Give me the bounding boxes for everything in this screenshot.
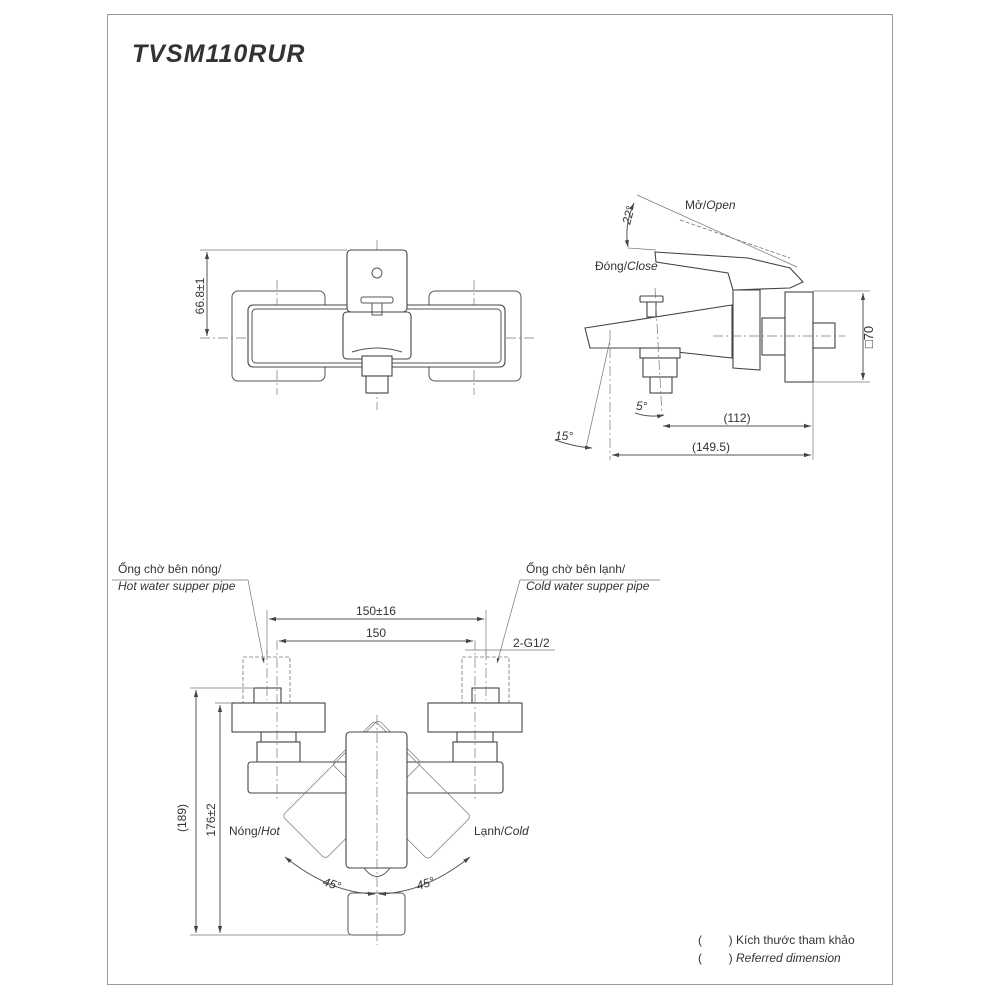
dim-height-label: 66.8±1	[193, 277, 207, 314]
hot-pipe-label-en: Hot water supper pipe	[118, 579, 236, 593]
legend-reference-vi: ( ) Kích thước tham khảo	[698, 933, 855, 947]
drawing-frame	[107, 14, 893, 985]
dim-150-label: 150	[366, 626, 386, 640]
angle-left-label: 45°	[321, 875, 343, 894]
angle-outlet-label: 5°	[636, 399, 648, 413]
open-label: Mở/Open	[685, 198, 736, 212]
bottom-view: 150±16 150 2-G1/2 (189) 176±2 45° 45° Nó…	[112, 561, 660, 945]
cold-pipe-label-vi: Ống chờ bên lạnh/	[526, 561, 626, 576]
model-title: TVSM110RUR	[132, 40, 306, 68]
angle-lever-label: 22°	[619, 204, 638, 226]
angle-right-label: 45°	[415, 874, 437, 893]
cold-label: Lạnh/Cold	[474, 824, 529, 838]
dim-189-label: (189)	[175, 804, 189, 832]
dim-112-label: (112)	[723, 411, 750, 425]
thread-label: 2-G1/2	[513, 636, 550, 650]
angle-spout-label: 15°	[555, 429, 573, 443]
hot-pipe-label-vi: Ống chờ bên nóng/	[118, 561, 222, 576]
hot-label: Nóng/Hot	[229, 824, 280, 838]
cold-pipe-label-en: Cold water supper pipe	[526, 579, 650, 593]
dim-150-16-label: 150±16	[356, 604, 396, 618]
front-view: 66.8±1	[193, 240, 535, 410]
close-label: Đóng/Close	[595, 259, 658, 273]
dim-176-label: 176±2	[204, 803, 218, 837]
dim-149-label: (149.5)	[692, 440, 730, 454]
legend-reference-en: ( ) Referred dimension	[698, 951, 841, 965]
dim-square-label: □70	[861, 326, 876, 348]
side-view: □70 (112) (149.5) 5° 15° 22° Mở/Open Đón…	[554, 194, 876, 460]
